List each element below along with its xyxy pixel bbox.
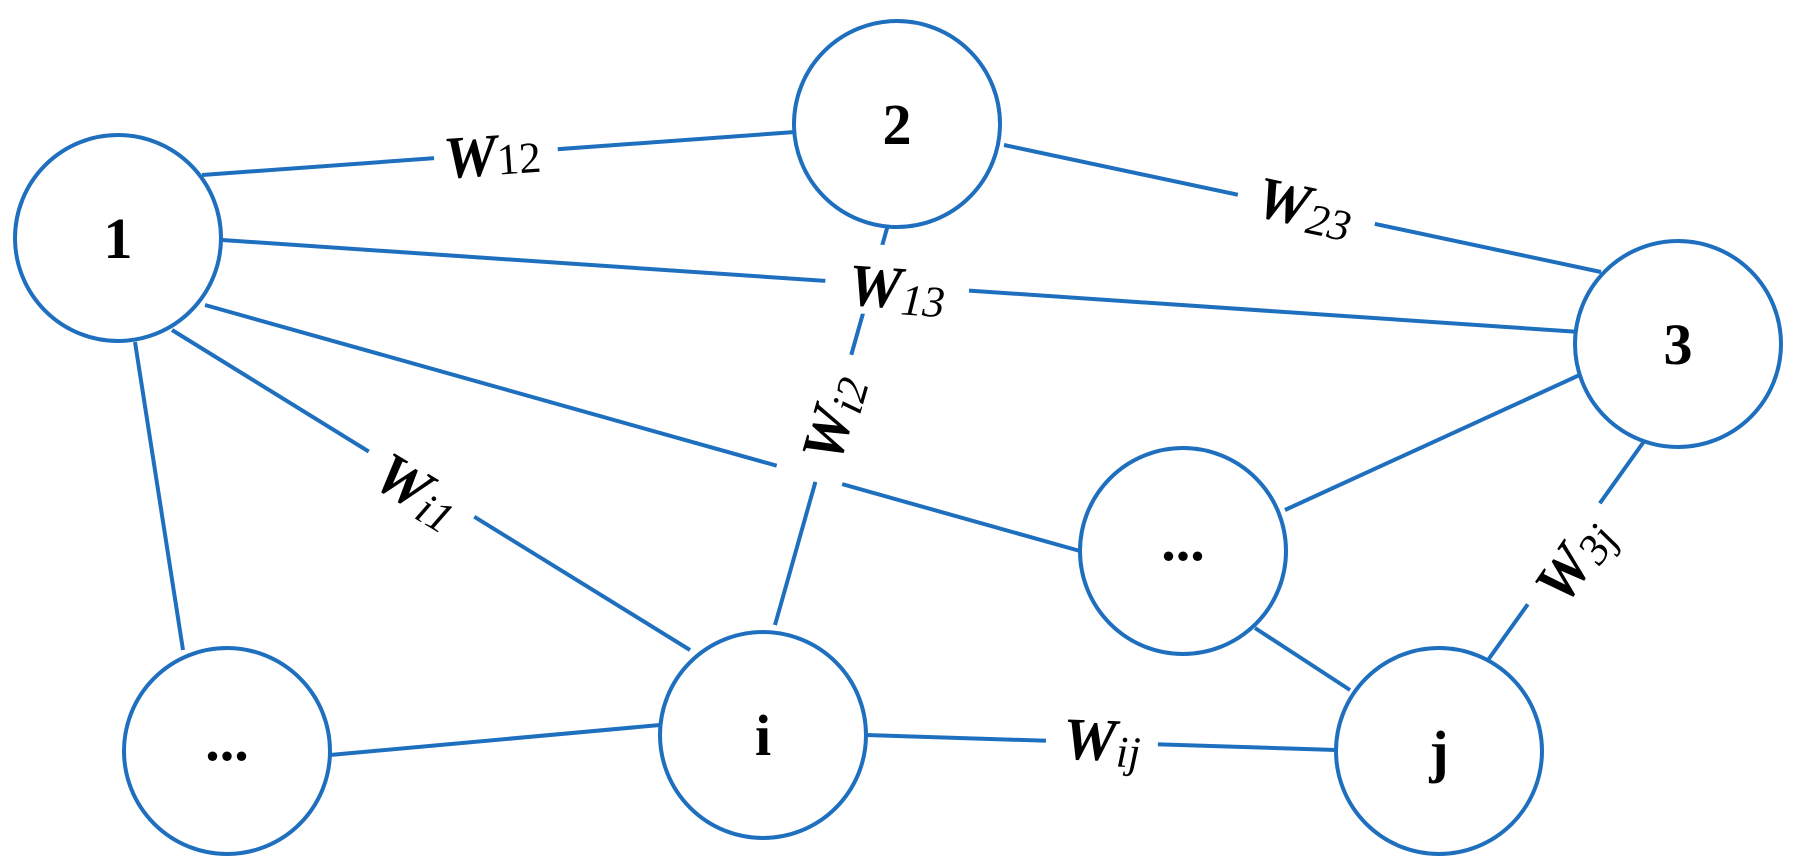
weight-symbol: W (1062, 706, 1121, 774)
edge-dots-middle-3 (1284, 371, 1585, 512)
node-label: ... (205, 708, 249, 773)
node-label: j (1428, 719, 1448, 784)
weight-symbol: W (846, 252, 907, 322)
svg-text:Wij: Wij (1062, 706, 1142, 778)
weight-subscript: 12 (495, 133, 542, 185)
node-2: 2 (792, 19, 1002, 229)
node-3: 3 (1573, 239, 1783, 449)
edge-1-dots-middle (204, 303, 1081, 553)
svg-text:W13: W13 (846, 252, 948, 328)
weight-symbol: W (441, 121, 502, 191)
edge-1-dots-bottom (133, 341, 185, 651)
nodes: 1 2 3 i j ... ... (13, 19, 1783, 856)
node-dots-middle: ... (1078, 446, 1288, 656)
node-label: 3 (1664, 312, 1693, 377)
edge-label-wi2: Wi2 (775, 343, 879, 490)
node-label: 2 (883, 92, 912, 157)
node-label: i (755, 703, 771, 768)
node-1: 1 (13, 133, 223, 343)
edge-dots-middle-j (1253, 626, 1352, 692)
edge-label-wij: Wij (1044, 698, 1160, 778)
svg-text:W23: W23 (1250, 164, 1360, 252)
weight-subscript: 13 (899, 275, 946, 327)
node-label: 1 (104, 206, 133, 271)
edge-label-w13: W13 (823, 241, 972, 328)
edge-label-w23: W23 (1232, 154, 1384, 252)
weight-subscript: 23 (1302, 194, 1355, 251)
weight-subscript: ij (1115, 728, 1141, 778)
edge-label-wi1: Wi1 (350, 423, 492, 546)
edge-label-w12: W12 (431, 114, 560, 192)
node-j: j (1334, 646, 1544, 856)
node-label: ... (1161, 508, 1205, 573)
node-i: i (658, 630, 868, 840)
edge-labels: W12 W23 W13 Wi1 Wi2 (350, 114, 1631, 778)
edge-dots-bottom-i (329, 723, 661, 757)
node-dots-bottom: ... (122, 646, 332, 856)
svg-text:W12: W12 (441, 119, 543, 192)
svg-text:Wi2: Wi2 (788, 367, 878, 470)
